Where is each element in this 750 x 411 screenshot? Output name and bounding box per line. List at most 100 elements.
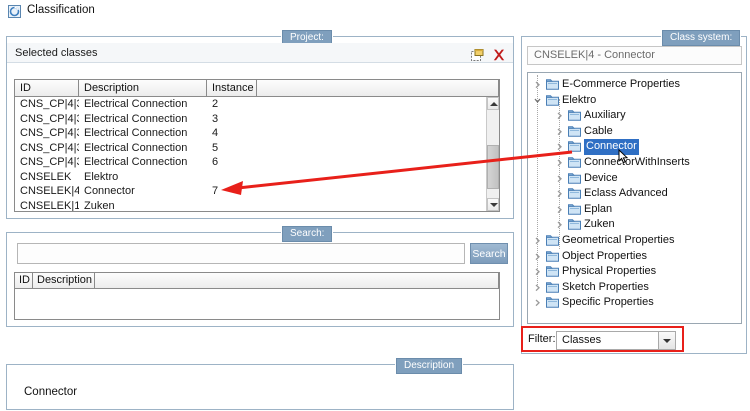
cell-spacer <box>257 184 486 199</box>
tree-item-label: Cable <box>584 124 613 137</box>
folder-icon <box>546 266 559 277</box>
cell-description: Electrical Connection <box>84 112 188 125</box>
folder-icon <box>568 172 581 184</box>
search-button[interactable]: Search <box>470 243 508 264</box>
page-title: Classification <box>27 4 95 16</box>
cell-instance <box>207 199 257 212</box>
class-system-path-field[interactable]: CNSELEK|4 - Connector <box>527 46 742 65</box>
cell-instance: 5 <box>212 141 219 154</box>
selected-classes-table[interactable]: ID Description Instance CNS_CP|4|3 Elect… <box>14 79 500 212</box>
tree-item-specific-properties[interactable]: Specific Properties <box>528 295 741 311</box>
tree-item-sketch-properties[interactable]: Sketch Properties <box>528 280 741 296</box>
cell-description: Electrical Connection <box>84 127 188 139</box>
search-results-table[interactable]: ID Description <box>14 272 500 320</box>
column-header-id[interactable]: ID <box>15 273 33 288</box>
chevron-right-icon[interactable] <box>533 77 542 93</box>
column-header-spacer[interactable] <box>257 80 499 96</box>
chevron-right-icon[interactable] <box>555 124 564 140</box>
chevron-right-icon[interactable] <box>533 233 542 249</box>
cell-id: CNS_CP|4|3 <box>20 98 79 110</box>
column-header-description[interactable]: Description <box>79 80 207 96</box>
cell-instance: 6 <box>212 156 219 168</box>
tree-item-label: Connector <box>584 139 639 155</box>
chevron-right-icon[interactable] <box>533 295 542 311</box>
tree-item-connector[interactable]: Connector <box>528 139 741 155</box>
cell-description: Electrical Connection <box>84 98 188 110</box>
tree-item-device[interactable]: Device <box>528 171 741 187</box>
tree-item-label: E-Commerce Properties <box>562 78 680 90</box>
cell-instance: 4 <box>212 127 219 139</box>
selected-classes-body: CNS_CP|4|3 Electrical Connection 2 CNS_C… <box>15 97 486 211</box>
table-row[interactable]: CNS_CP|4|3 Electrical Connection 3 <box>15 112 486 127</box>
chevron-right-icon[interactable] <box>555 186 564 202</box>
cell-instance: 7 <box>212 185 219 197</box>
tree-item-cable[interactable]: Cable <box>528 124 741 140</box>
cell-spacer <box>257 155 486 170</box>
column-header-spacer[interactable] <box>95 273 499 288</box>
chevron-right-icon[interactable] <box>555 155 564 171</box>
column-header-description[interactable]: Description <box>33 273 95 288</box>
table-row[interactable]: CNS_CP|4|3 Electrical Connection 5 <box>15 141 486 156</box>
tree-item-label: Auxiliary <box>584 109 626 122</box>
new-class-icon[interactable] <box>471 49 484 61</box>
scrollbar-thumb[interactable] <box>487 145 499 189</box>
chevron-right-icon[interactable] <box>533 249 542 265</box>
folder-icon <box>546 235 559 246</box>
chevron-right-icon[interactable] <box>555 139 564 155</box>
column-header-id[interactable]: ID <box>15 80 79 96</box>
tree-item-geometrical-properties[interactable]: Geometrical Properties <box>528 233 741 249</box>
tree-item-label: Object Properties <box>562 249 647 262</box>
tree-item-eclass-advanced[interactable]: Eclass Advanced <box>528 186 741 202</box>
tree-item-eplan[interactable]: Eplan <box>528 202 741 218</box>
folder-icon <box>546 94 559 106</box>
table-row[interactable]: CNSELEK|4 Connector 7 <box>15 184 486 199</box>
search-results-header: ID Description <box>15 273 499 289</box>
table-row[interactable]: CNS_CP|4|3 Electrical Connection 2 <box>15 97 486 112</box>
tree-item-physical-properties[interactable]: Physical Properties <box>528 264 741 280</box>
cell-spacer <box>257 199 486 212</box>
tree-item-label: ConnectorWithInserts <box>584 155 690 168</box>
folder-icon <box>568 219 581 231</box>
chevron-right-icon[interactable] <box>555 217 564 233</box>
chevron-right-icon[interactable] <box>555 108 564 124</box>
tree-item-label: Geometrical Properties <box>562 233 675 246</box>
folder-icon <box>568 110 581 121</box>
cell-id: CNS_CP|4|3 <box>20 112 79 125</box>
chevron-right-icon[interactable] <box>533 264 542 280</box>
tree-item-label: Eclass Advanced <box>584 187 668 200</box>
scroll-up-button[interactable] <box>487 97 499 110</box>
description-text: Connector <box>24 386 78 398</box>
column-header-instance[interactable]: Instance <box>207 80 257 96</box>
tree-item-elektro[interactable]: Elektro <box>528 93 741 109</box>
chevron-right-icon[interactable] <box>555 202 564 218</box>
table-row[interactable]: CNSELEK|1 Zuken <box>15 199 486 212</box>
scroll-down-button[interactable] <box>487 198 499 211</box>
table-row[interactable]: CNSELEK Elektro <box>15 170 486 185</box>
tree-item-label: Elektro <box>562 93 597 106</box>
table-row[interactable]: CNS_CP|4|3 Electrical Connection 4 <box>15 126 486 141</box>
tree-item-e-commerce-properties[interactable]: E-Commerce Properties <box>528 77 741 93</box>
cell-id: CNS_CP|4|3 <box>20 156 79 168</box>
chevron-down-icon[interactable] <box>533 93 542 109</box>
search-input[interactable] <box>17 243 465 264</box>
tree-item-object-properties[interactable]: Object Properties <box>528 249 741 265</box>
table-row[interactable]: CNS_CP|4|3 Electrical Connection 6 <box>15 155 486 170</box>
chevron-right-icon[interactable] <box>555 171 564 187</box>
folder-icon <box>568 188 581 199</box>
vertical-scrollbar[interactable] <box>486 97 499 211</box>
folder-icon <box>546 250 559 262</box>
tree-item-zuken[interactable]: Zuken <box>528 217 741 233</box>
filter-highlight-box <box>521 326 684 352</box>
tree-item-label: Sketch Properties <box>562 280 649 293</box>
tree-item-auxiliary[interactable]: Auxiliary <box>528 108 741 124</box>
mouse-cursor-icon <box>618 148 629 167</box>
chevron-down-icon[interactable] <box>658 332 675 349</box>
filter-select[interactable]: Classes <box>556 331 676 350</box>
tree-item-connectorwithinserts[interactable]: ConnectorWithInserts <box>528 155 741 171</box>
chevron-right-icon[interactable] <box>533 280 542 296</box>
folder-icon <box>568 204 581 215</box>
cell-description: Connector <box>84 185 135 197</box>
delete-class-icon[interactable] <box>492 48 506 62</box>
selected-classes-toolbar <box>7 43 513 63</box>
